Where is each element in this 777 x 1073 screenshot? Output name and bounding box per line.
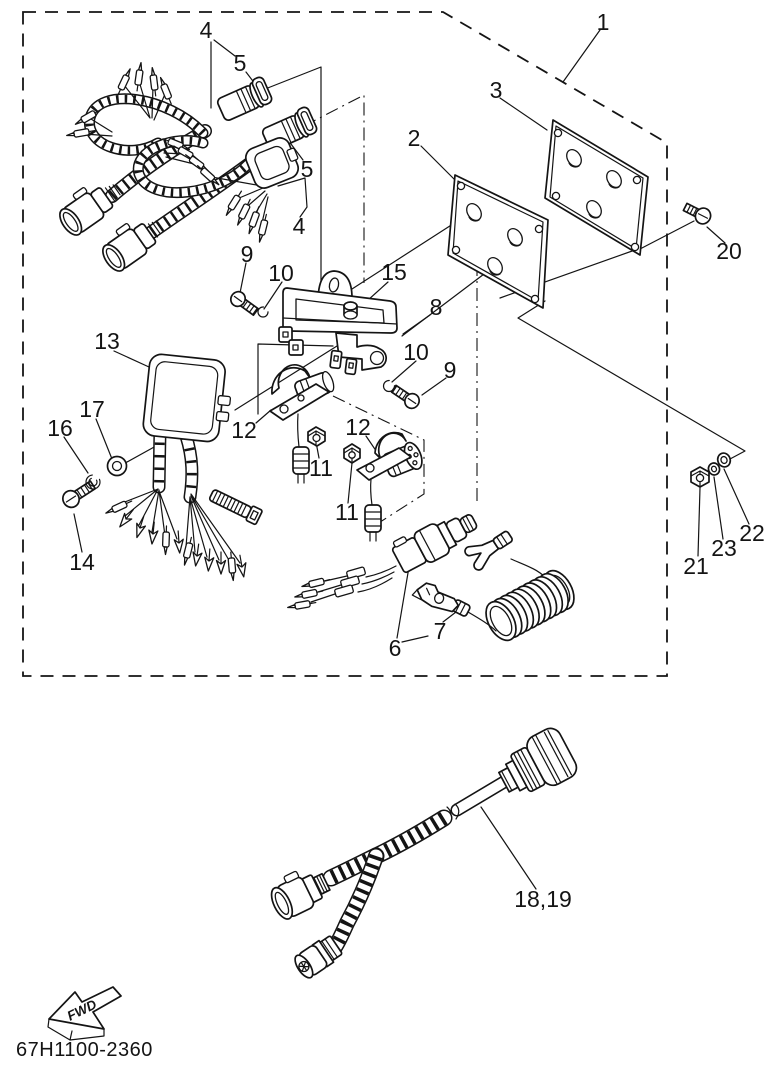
cdi-unit <box>103 353 249 582</box>
callout-4: 4 <box>200 17 213 43</box>
callout-12: 12 <box>231 417 257 443</box>
callout-10: 10 <box>403 339 429 365</box>
nut-21 <box>690 466 710 488</box>
callout-23: 23 <box>711 535 737 561</box>
callout-9: 9 <box>241 241 254 267</box>
diagram-part-code: 67H1100-2360 <box>16 1039 153 1061</box>
harness-square-plug <box>244 137 300 189</box>
callout-16: 16 <box>47 415 73 441</box>
callout-10: 10 <box>268 260 294 286</box>
callout-4: 4 <box>293 213 306 239</box>
lanyard-clip <box>411 582 460 613</box>
mounting-plate-3 <box>544 119 649 256</box>
lanyard-assembly <box>411 530 575 642</box>
assembly-boundary-dashed-box <box>22 11 668 677</box>
washer-10-left <box>257 306 269 318</box>
lead-sleeve <box>364 504 382 542</box>
harness-connector-plug <box>59 184 121 236</box>
screw-9-right <box>390 384 421 410</box>
callout-8: 8 <box>430 294 443 320</box>
main-harness-lead <box>270 727 578 979</box>
nut-11-right <box>343 443 361 464</box>
lead-sleeve <box>292 446 310 484</box>
callout-12: 12 <box>345 414 371 440</box>
callout-11: 11 <box>335 499 359 525</box>
callout-20: 20 <box>716 238 742 264</box>
callout-14: 14 <box>69 549 95 575</box>
connector-strap-5 <box>251 76 273 106</box>
cdi-terminals <box>103 497 249 582</box>
lanyard-coil <box>485 569 575 642</box>
lock-washer-16-inner <box>88 477 98 487</box>
fwd-arrow: FWD <box>47 986 122 1041</box>
connector-strap-5 <box>296 106 318 136</box>
callout-13: 13 <box>94 328 120 354</box>
bracket-housing <box>278 270 398 376</box>
washer-17 <box>106 455 128 477</box>
screw-20 <box>682 202 712 225</box>
callout-9: 9 <box>444 357 457 383</box>
lead-connector-b <box>294 935 343 979</box>
washer-22 <box>716 452 732 468</box>
callout-21: 21 <box>683 553 709 579</box>
harness-connector-plug <box>102 220 164 272</box>
screw-14 <box>61 480 97 509</box>
washer-10-right <box>382 379 396 393</box>
washer-23 <box>707 462 721 476</box>
cable-tie-strip <box>208 489 263 526</box>
callout-3: 3 <box>490 77 503 103</box>
callout-1: 1 <box>597 9 610 35</box>
lock-washer-16 <box>85 474 101 490</box>
mounting-plate-2 <box>447 174 549 309</box>
switch-assembly-right <box>356 431 423 542</box>
nut-11-left <box>307 426 326 447</box>
callout-5: 5 <box>234 50 247 76</box>
engine-stop-switch <box>286 514 478 612</box>
callout-18,19: 18,19 <box>514 886 572 912</box>
wiring-harness-assembly <box>59 61 318 272</box>
callout-7: 7 <box>434 618 447 644</box>
switch-assembly-left <box>269 364 335 484</box>
lead-connector-a <box>270 870 331 920</box>
lead-connector-main <box>498 727 578 793</box>
callout-6: 6 <box>389 635 402 661</box>
callout-5: 5 <box>301 156 314 182</box>
callout-17: 17 <box>79 396 105 422</box>
callout-15: 15 <box>381 259 407 285</box>
callout-11: 11 <box>309 455 333 481</box>
stud-15 <box>343 301 358 320</box>
screw-9-left <box>229 290 259 317</box>
callout-2: 2 <box>408 125 421 151</box>
callout-22: 22 <box>739 520 765 546</box>
